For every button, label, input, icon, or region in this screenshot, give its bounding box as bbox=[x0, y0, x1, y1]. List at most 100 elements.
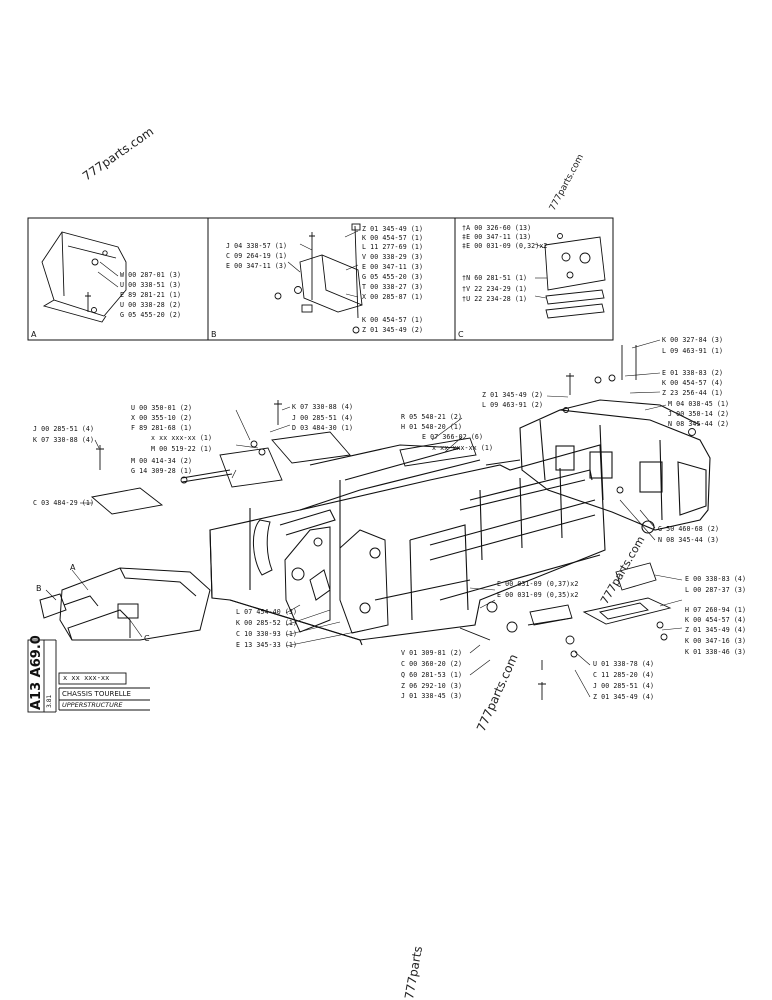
part-label: K 00 347-16 (3) bbox=[685, 637, 747, 645]
part-label: E 01 338-83 (2) bbox=[662, 369, 724, 377]
part-label: ‡E 00 031-09 (0,32)x2 bbox=[462, 242, 548, 250]
panel-letter-a: A bbox=[31, 330, 37, 339]
part-label: M 00 519-22 (1) bbox=[151, 445, 213, 453]
ref-box: x xx xxx-xx bbox=[63, 674, 110, 682]
part-label: Z 01 345-49 (2) bbox=[482, 391, 544, 399]
part-label: U 01 338-78 (4) bbox=[593, 660, 655, 668]
part-label: J 00 285-51 (4) bbox=[33, 425, 95, 433]
part-label: E 00 031-09 (0,35)x2 bbox=[497, 591, 579, 599]
part-label: E 13 345-33 (1) bbox=[236, 641, 298, 649]
part-label: F 89 281-68 (1) bbox=[131, 424, 193, 432]
part-label: Q 60 281-53 (1) bbox=[401, 671, 463, 679]
part-label: U 00 350-01 (2) bbox=[131, 404, 193, 412]
part-label: T 00 338-27 (3) bbox=[362, 283, 424, 291]
part-label: K 07 330-88 (4) bbox=[292, 403, 354, 411]
part-label: Z 01 345-49 (4) bbox=[593, 693, 655, 701]
part-label: ‡E 00 347-11 (13) bbox=[462, 233, 532, 241]
part-label: U 00 338-28 (2) bbox=[120, 301, 182, 309]
panel-letter-b: B bbox=[211, 330, 217, 339]
title-fr: CHASSIS TOURELLE bbox=[62, 690, 131, 698]
part-label: L 09 463-91 (1) bbox=[662, 347, 724, 355]
part-label: †V 22 234-29 (1) bbox=[462, 285, 528, 293]
inset-upperstructure-view bbox=[39, 567, 211, 641]
panel-b-support bbox=[274, 223, 363, 334]
part-label: X 00 285-87 (1) bbox=[362, 293, 424, 301]
part-label: D 03 484-30 (1) bbox=[292, 424, 354, 432]
part-label: Z 01 345-49 (4) bbox=[685, 626, 747, 634]
part-label: R 05 548-21 (2) bbox=[401, 413, 463, 421]
panel-a-bracket bbox=[41, 231, 127, 323]
part-label: G 05 455-20 (3) bbox=[362, 273, 424, 281]
bolts bbox=[96, 345, 696, 700]
part-label: K 00 454-57 (1) bbox=[362, 316, 424, 324]
callout-b: B bbox=[36, 584, 42, 593]
part-label: E 89 281-21 (1) bbox=[120, 291, 182, 299]
part-label: M 00 414-34 (2) bbox=[131, 457, 193, 465]
part-label: N 08 345-44 (2) bbox=[668, 420, 730, 428]
right-hinge-plate bbox=[486, 562, 672, 658]
part-label: J 00 350-14 (2) bbox=[668, 410, 730, 418]
cover-plates bbox=[90, 431, 477, 515]
part-label: Z 01 345-49 (2) bbox=[362, 326, 424, 334]
panel-letter-c: C bbox=[458, 330, 464, 339]
part-label: C 00 360-20 (2) bbox=[401, 660, 463, 668]
part-label: Z 06 292-10 (3) bbox=[401, 682, 463, 690]
part-label: U 00 338-51 (3) bbox=[120, 281, 182, 289]
callout-c: C bbox=[144, 634, 150, 643]
title-en: UPPERSTRUCTURE bbox=[62, 701, 123, 709]
part-label: C 09 264-19 (1) bbox=[226, 252, 288, 260]
part-label: L 11 277-69 (1) bbox=[362, 243, 424, 251]
part-label: Z 23 256-44 (1) bbox=[662, 389, 724, 397]
title-block bbox=[27, 639, 150, 713]
part-label: K 00 285-52 (1) bbox=[236, 619, 298, 627]
chassis-main-frame bbox=[209, 444, 606, 646]
leader-lines bbox=[45, 230, 683, 698]
part-label: K 00 454-57 (1) bbox=[362, 234, 424, 242]
part-label: G 05 455-20 (2) bbox=[120, 311, 182, 319]
part-label: L 00 287-37 (3) bbox=[685, 586, 747, 594]
part-label: X 00 355-10 (2) bbox=[131, 414, 193, 422]
drawing-code: A13 A69.0 bbox=[29, 635, 44, 710]
part-label: C 11 285-20 (4) bbox=[593, 671, 655, 679]
part-label: K 00 454-57 (4) bbox=[662, 379, 724, 387]
callout-a: A bbox=[70, 563, 76, 572]
part-label: J 00 285-51 (4) bbox=[292, 414, 354, 422]
part-label: W 00 287-01 (3) bbox=[120, 271, 182, 279]
part-label: N 08 345-44 (3) bbox=[658, 536, 720, 544]
part-label: †U 22 234-28 (1) bbox=[462, 295, 528, 303]
part-label: E 00 031-09 (0,37)x2 bbox=[497, 580, 579, 588]
drawing-date: 3.81 bbox=[46, 694, 53, 708]
detail-panels-frame bbox=[27, 217, 614, 341]
part-label: G 14 309-28 (1) bbox=[131, 467, 193, 475]
part-label: †N 60 281-51 (1) bbox=[462, 274, 528, 282]
part-label: V 01 309-81 (2) bbox=[401, 649, 463, 657]
part-label: †A 00 326-60 (13) bbox=[462, 224, 532, 232]
part-label: E 00 347-11 (3) bbox=[362, 263, 424, 271]
part-label: x xx xxx-xx (1) bbox=[432, 444, 494, 452]
part-label: E 00 347-11 (3) bbox=[226, 262, 288, 270]
part-label: x xx xxx-xx (1) bbox=[151, 434, 213, 442]
part-label: K 01 338-46 (3) bbox=[685, 648, 747, 656]
part-label: L 07 454-40 (3) bbox=[236, 608, 298, 616]
part-label: Z 01 345-49 (1) bbox=[362, 225, 424, 233]
part-label: J 01 338-45 (3) bbox=[401, 692, 463, 700]
part-label: C 10 330-93 (1) bbox=[236, 630, 298, 638]
part-label: C 03 484-29 (1) bbox=[33, 499, 95, 507]
part-label: M 04 038-45 (1) bbox=[668, 400, 730, 408]
part-label: E 07 366-02 (6) bbox=[422, 433, 484, 441]
part-label: K 00 454-57 (4) bbox=[685, 616, 747, 624]
counterweight bbox=[519, 399, 711, 534]
part-label: K 07 330-88 (4) bbox=[33, 436, 95, 444]
part-label: V 00 338-29 (3) bbox=[362, 253, 424, 261]
panel-c-plate bbox=[544, 233, 606, 319]
part-label: J 00 285-51 (4) bbox=[593, 682, 655, 690]
part-label: G 50 460-68 (2) bbox=[658, 525, 720, 533]
part-label: E 00 338-83 (4) bbox=[685, 575, 747, 583]
part-label: L 09 463-91 (2) bbox=[482, 401, 544, 409]
part-label: H 01 548-20 (1) bbox=[401, 423, 463, 431]
part-label: H 07 260-94 (1) bbox=[685, 606, 747, 614]
part-label: J 04 338-57 (1) bbox=[226, 242, 288, 250]
chassis-side-plates bbox=[253, 519, 389, 634]
part-label: K 00 327-84 (3) bbox=[662, 336, 724, 344]
